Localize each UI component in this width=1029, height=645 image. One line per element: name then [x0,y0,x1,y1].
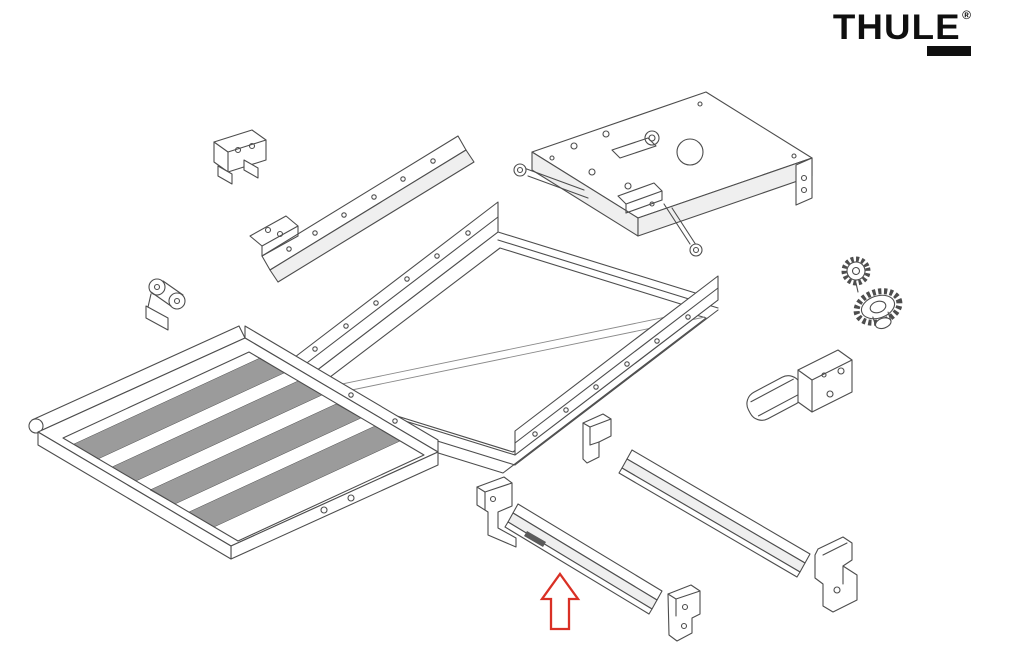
upper-left-guide-rail [249,135,475,283]
right-slide-rail [618,449,811,578]
center-corner-bracket [582,413,612,464]
left-hinge-bracket [145,278,186,331]
step-platform [28,325,439,560]
right-rail-end-cap [814,536,858,613]
brand-logo-text: THULE [832,8,961,47]
drive-motor [746,349,853,421]
front-rail-end-bracket [667,584,701,642]
upper-left-mounting-bracket [213,129,267,185]
registered-trademark: ® [962,7,971,22]
front-rail-left-bracket [476,476,517,548]
bevel-gear-set [841,256,903,330]
top-slide-mechanism-plate [513,91,813,257]
brand-logo-tagline-bar [927,46,971,56]
brand-logo: THULE® [832,7,971,56]
highlighted-front-rail [504,503,663,615]
highlight-arrow-icon [539,572,581,631]
